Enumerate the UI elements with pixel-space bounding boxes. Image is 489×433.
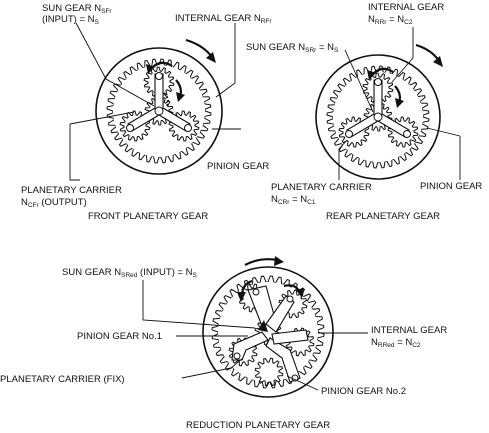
rear-pinion-gear-label: PINION GEAR <box>420 181 482 192</box>
reduction-sun-gear-label: SUN GEAR NSRed (INPUT) = NS <box>62 267 198 279</box>
reduction-planetary-carrier-label: PLANETARY CARRIER (FIX) <box>0 374 125 385</box>
rear-pinion-gear-right <box>387 116 419 148</box>
front-planetary-gear-caption: FRONT PLANETARY GEAR <box>88 211 208 222</box>
reduction-internal-gear-label: INTERNAL GEAR <box>371 325 447 336</box>
front-sun-gear-label: SUN GEAR NSFr <box>42 3 112 15</box>
rear-planetary-gear-caption: REAR PLANETARY GEAR <box>326 211 440 222</box>
rear-internal-gear-n-label: NRRr = NC2 <box>368 14 413 26</box>
rear-sun-gear-label: SUN GEAR NSRr = NS <box>246 42 339 54</box>
rear-planetary-gear: INTERNAL GEAR NRRr = NC2 SUN GEAR NSRr =… <box>246 2 482 222</box>
front-planetary-carrier <box>126 72 192 132</box>
front-pinion-gear-top <box>143 66 175 98</box>
rear-planetary-carrier <box>345 78 411 138</box>
reduction-sun-gear-marker <box>258 320 268 332</box>
reduction-planetary-carrier <box>231 285 309 383</box>
front-pinion-gear-left <box>119 110 151 142</box>
front-rotation-arrows <box>146 38 216 107</box>
front-sun-gear-input-label: (INPUT) = NS <box>42 14 100 26</box>
rear-planetary-carrier-n-label: NCRr = NC1 <box>271 194 316 206</box>
reduction-pinion-no2-bottom <box>254 357 284 387</box>
rear-pinion-gear-left <box>338 116 370 148</box>
reduction-planetary-gear: SUN GEAR NSRed (INPUT) = NS PINION GEAR … <box>0 256 447 431</box>
front-internal-gear-label: INTERNAL GEAR NRFr <box>175 13 272 25</box>
front-pinion-gear-label: PINION GEAR <box>207 161 269 172</box>
reduction-internal-gear-n-label: NRRed = NC2 <box>371 337 421 349</box>
rear-internal-gear-label: INTERNAL GEAR <box>368 2 444 13</box>
rear-planetary-carrier-label: PLANETARY CARRIER <box>271 182 372 193</box>
reduction-leader-lines <box>142 280 368 391</box>
reduction-planetary-gear-caption: REDUCTION PLANETARY GEAR <box>186 420 330 431</box>
reduction-pinion-no2-label: PINION GEAR No.2 <box>321 386 406 397</box>
reduction-pinion-no1-label: PINION GEAR No.1 <box>77 331 162 342</box>
front-planetary-gear: SUN GEAR NSFr (INPUT) = NS INTERNAL GEAR… <box>21 3 272 222</box>
front-pinion-gear-right <box>168 110 200 142</box>
rear-leader-lines <box>338 27 461 180</box>
front-planetary-carrier-output-label: NCFr (OUTPUT) <box>21 197 87 209</box>
reduction-rotation-arrows <box>237 256 304 302</box>
rear-rotation-arrows <box>367 43 443 108</box>
front-planetary-carrier-label: PLANETARY CARRIER <box>21 185 122 196</box>
front-leader-lines <box>69 22 241 181</box>
rear-pinion-gear-top <box>362 72 394 104</box>
